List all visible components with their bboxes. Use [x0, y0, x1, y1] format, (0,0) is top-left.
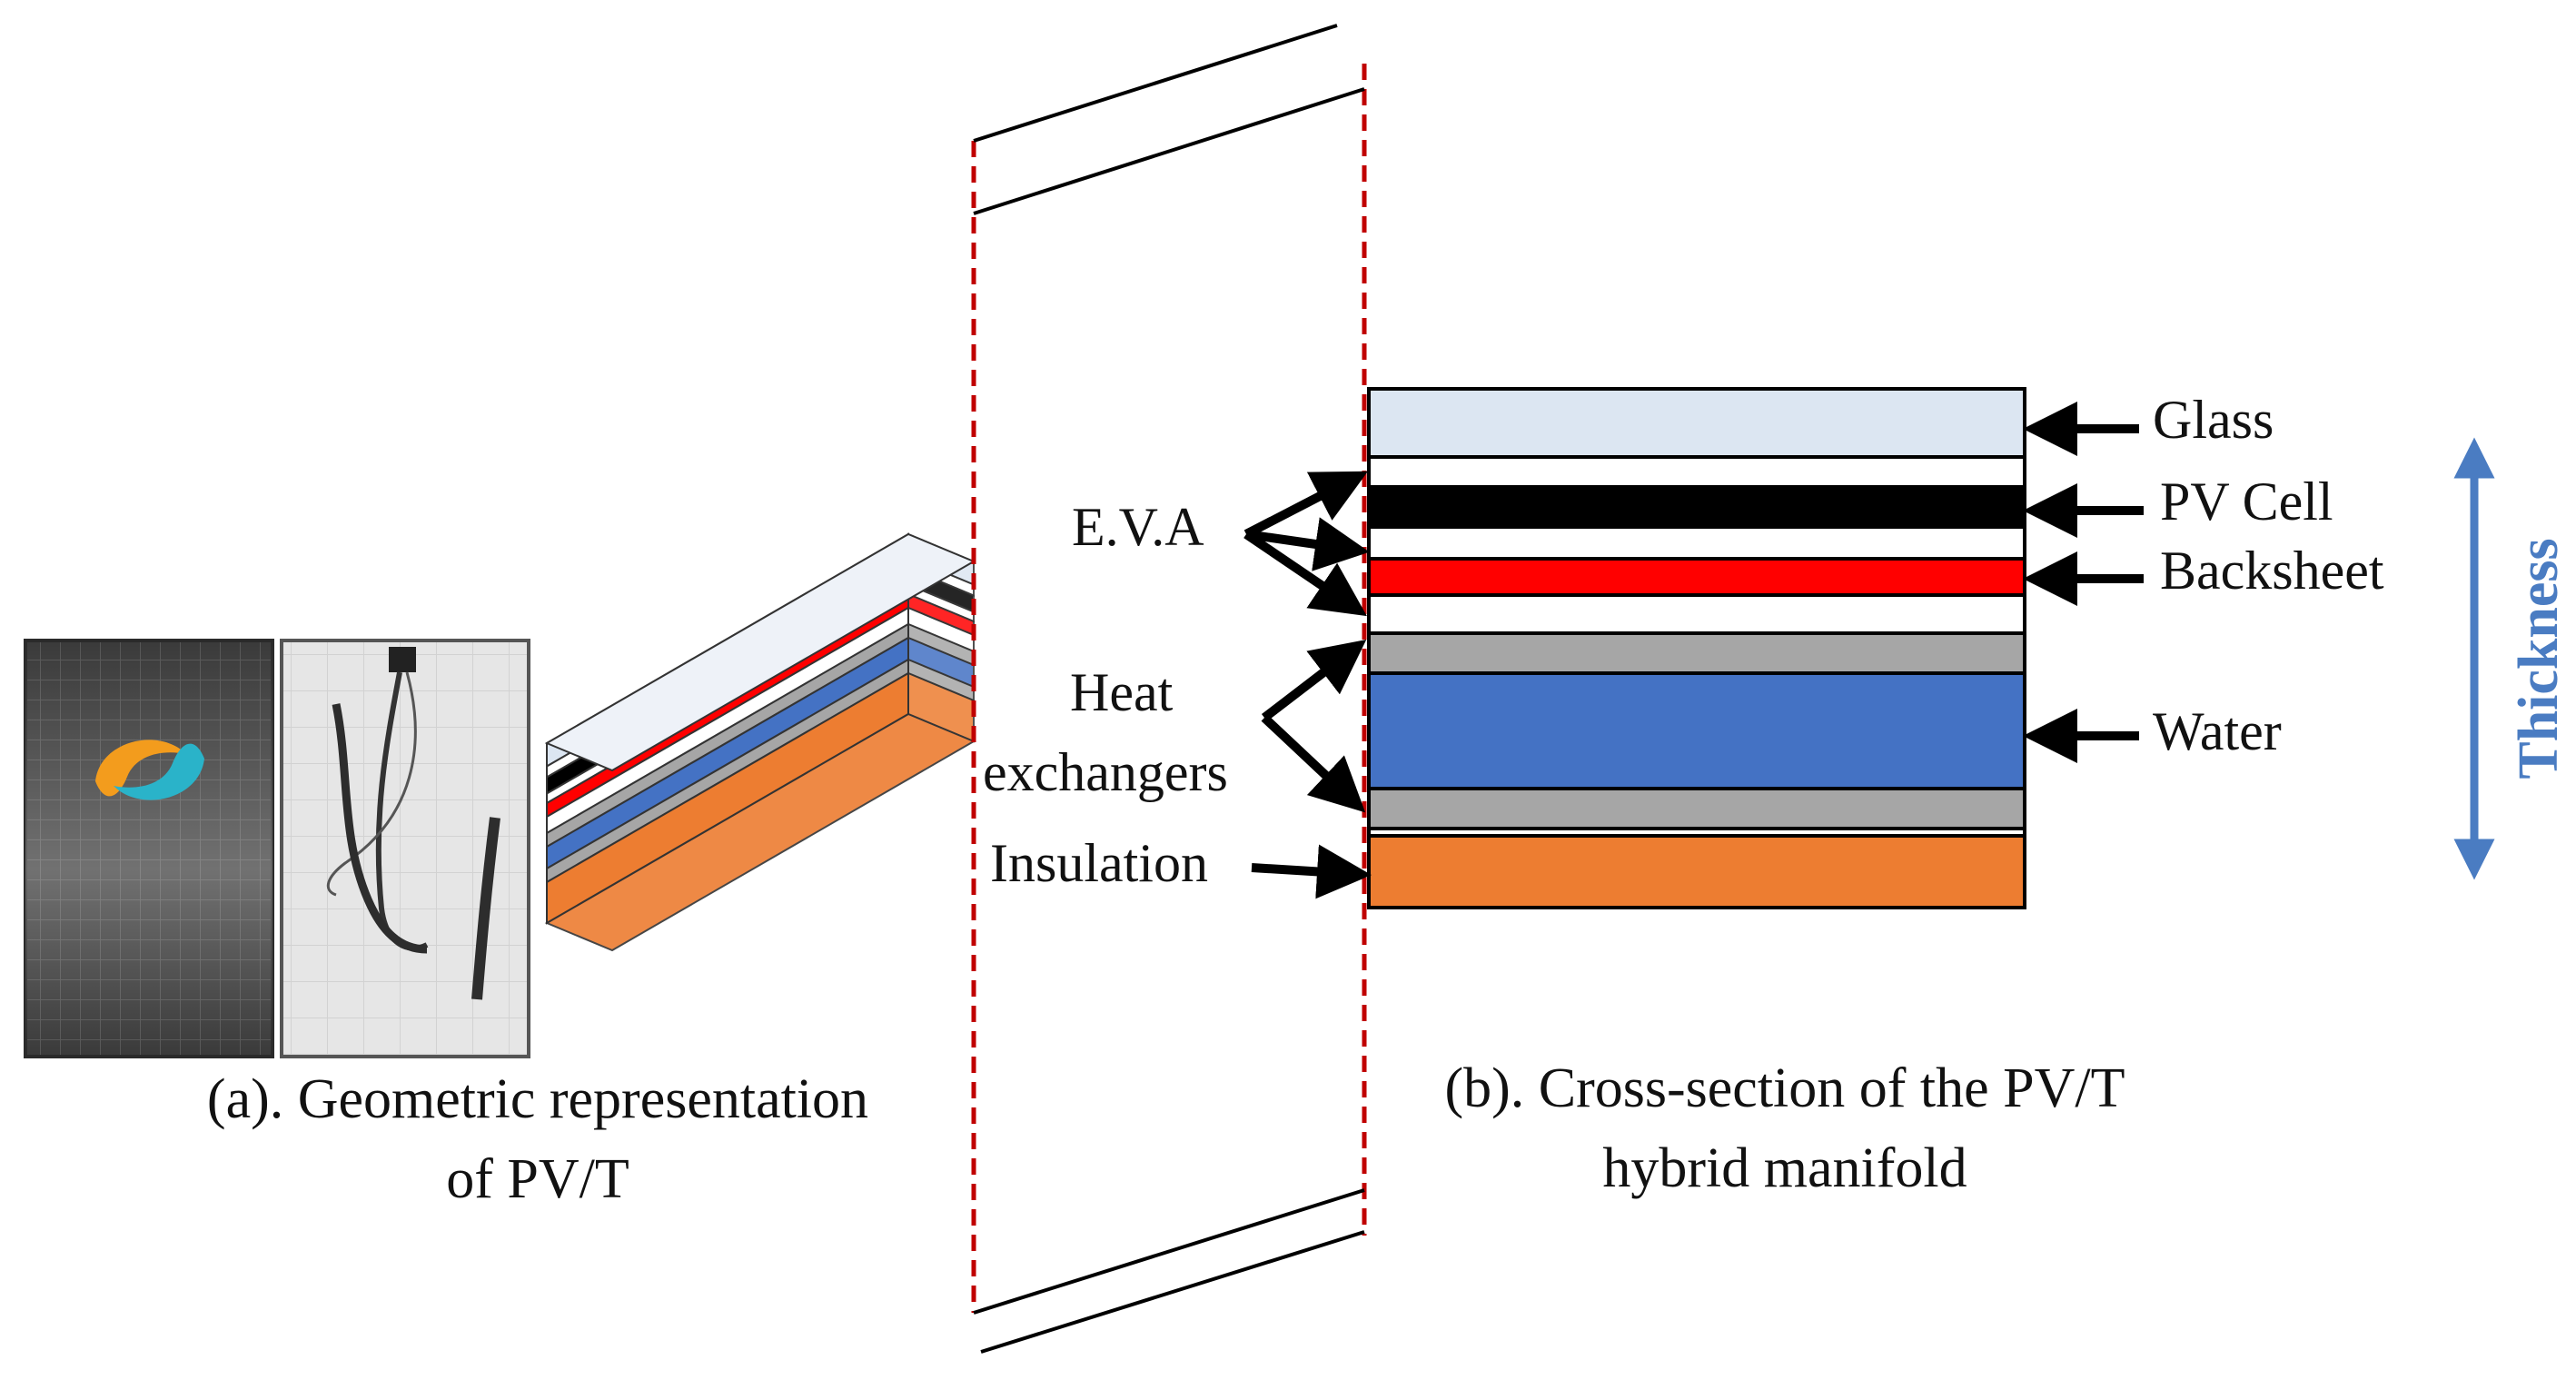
layer-insulation	[1367, 834, 2026, 909]
layer-eva-2	[1367, 525, 2026, 561]
pvt-cross-section	[1367, 387, 2026, 909]
layer-pv-cell	[1367, 485, 2026, 529]
layer-heat-exchanger-top	[1367, 631, 2026, 675]
insulation-label: Insulation	[990, 833, 1208, 893]
thickness-label: Thickness	[2508, 538, 2570, 779]
pv-cell-label: PV Cell	[2160, 472, 2333, 531]
layer-heat-exchanger-bottom	[1367, 787, 2026, 830]
caption-a-line1: (a). Geometric representation	[207, 1068, 868, 1130]
right-labels: Glass PV Cell Backsheet Water	[2023, 390, 2384, 763]
thickness-indicator: Thickness	[2453, 437, 2570, 880]
pv-panel-front-photo	[24, 639, 274, 1058]
backsheet-label: Backsheet	[2160, 541, 2384, 601]
caption-a-line2: of PV/T	[446, 1148, 629, 1210]
captions: (a). Geometric representation of PV/T (b…	[207, 1057, 2125, 1210]
left-labels: E.V.A Heat exchangers Insulation	[983, 471, 1372, 899]
caption-b-line1: (b). Cross-section of the PV/T	[1444, 1057, 2125, 1119]
pv-panel-back-photo	[280, 639, 530, 1058]
water-label: Water	[2153, 701, 2282, 761]
caption-b-line2: hybrid manifold	[1602, 1137, 1967, 1199]
layer-backsheet	[1367, 557, 2026, 597]
layer-eva-3	[1367, 593, 2026, 635]
eva-arrows	[1243, 471, 1370, 617]
layer-eva-1	[1367, 455, 2026, 489]
heat-exchangers-label-line1: Heat	[1070, 662, 1174, 722]
glass-label: Glass	[2153, 390, 2274, 450]
heat-exchanger-arrows	[1261, 640, 1367, 813]
eva-label: E.V.A	[1072, 497, 1204, 557]
layer-glass	[1367, 387, 2026, 459]
company-logo-icon	[95, 740, 204, 800]
layer-water	[1367, 671, 2026, 790]
insulation-arrow	[1251, 844, 1372, 899]
heat-exchangers-label-line2: exchangers	[983, 742, 1228, 802]
pvt-3d-layer-block	[544, 532, 976, 952]
